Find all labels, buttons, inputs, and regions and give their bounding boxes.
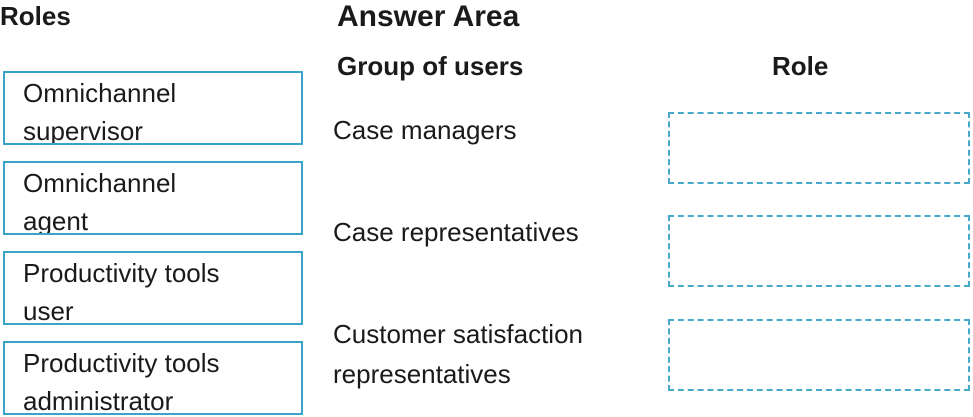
- role-tile-label: Omnichannel agent: [23, 168, 177, 235]
- group-label-customer-satisfaction-representatives: Customer satisfaction representatives: [333, 319, 583, 389]
- role-column-heading: Role: [772, 51, 829, 81]
- role-drop-target-case-managers[interactable]: [668, 112, 970, 184]
- roles-heading: Roles: [0, 1, 71, 31]
- group-label-case-representatives: Case representatives: [333, 217, 579, 247]
- role-tile-label: Omnichannel supervisor: [23, 78, 177, 145]
- answer-area-heading: Answer Area: [337, 0, 520, 33]
- role-tile-productivity-tools-administrator[interactable]: Productivity tools administrator: [3, 341, 303, 415]
- role-tile-omnichannel-supervisor[interactable]: Omnichannel supervisor: [3, 71, 303, 145]
- group-label-case-managers: Case managers: [333, 115, 517, 145]
- role-drop-target-case-representatives[interactable]: [668, 215, 970, 287]
- role-tile-label: Productivity tools user: [23, 258, 220, 325]
- role-tile-productivity-tools-user[interactable]: Productivity tools user: [3, 251, 303, 325]
- role-drop-target-customer-satisfaction-representatives[interactable]: [668, 319, 970, 391]
- role-tile-label: Productivity tools administrator: [23, 348, 220, 415]
- role-tile-omnichannel-agent[interactable]: Omnichannel agent: [3, 161, 303, 235]
- group-column-heading: Group of users: [337, 51, 524, 81]
